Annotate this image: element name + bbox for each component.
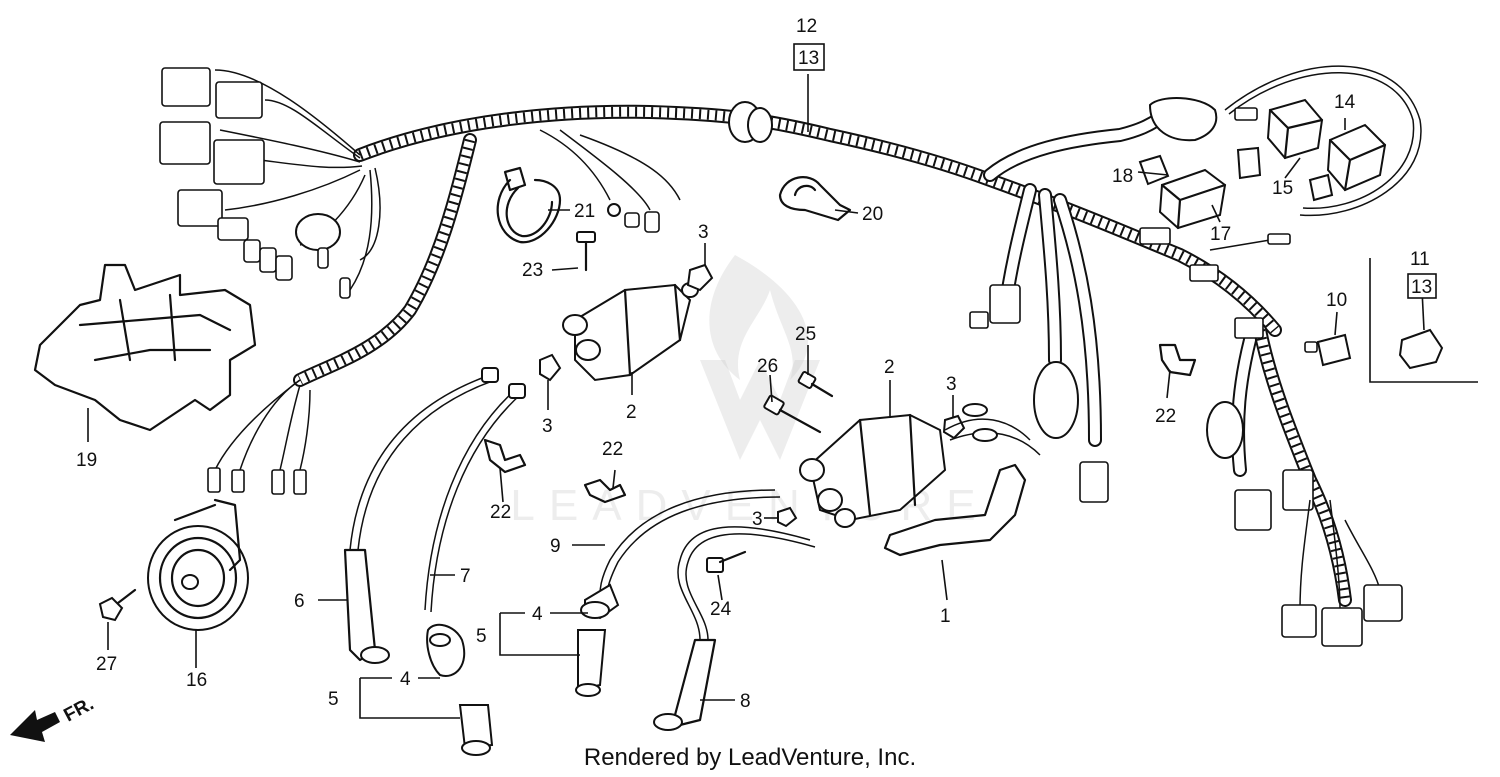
module-part-17 — [1158, 168, 1227, 230]
callout-21: 21 — [574, 201, 595, 222]
ignition-coil-lower — [799, 403, 1041, 528]
horn-part-16 — [147, 498, 249, 631]
lower-left-leads — [207, 379, 311, 495]
sleeve-upper-right — [1148, 97, 1258, 142]
leader-lines — [87, 74, 1425, 719]
clamp-band-part-21 — [496, 129, 681, 244]
callout-3-left: 3 — [542, 416, 553, 437]
seal-part-4 — [429, 601, 610, 647]
connector-part-10 — [1304, 333, 1352, 367]
callout-15: 15 — [1272, 178, 1293, 199]
callout-24: 24 — [710, 599, 732, 620]
spark-plug-lead-6 — [343, 367, 499, 662]
relay-part-15 — [1236, 98, 1334, 202]
callout-20: 20 — [862, 204, 883, 225]
callout-9: 9 — [550, 536, 561, 557]
lower-right-connectors — [1206, 401, 1403, 647]
callout-2-lower: 2 — [884, 357, 895, 378]
callout-27: 27 — [96, 654, 117, 675]
callout-5-left: 5 — [328, 689, 339, 710]
bolt-part-26 — [763, 394, 822, 434]
connector-part-18 — [1138, 154, 1170, 186]
callout-14: 14 — [1334, 92, 1356, 113]
callout-10: 10 — [1326, 290, 1347, 311]
plug-cap-part-5 — [360, 629, 607, 756]
callout-3-bottom: 3 — [752, 509, 763, 530]
bolt-part-24 — [706, 550, 747, 573]
callout-19: 19 — [76, 450, 97, 471]
callout-22-right: 22 — [1155, 406, 1176, 427]
callout-12-box-label: 13 — [798, 48, 819, 69]
spark-plug-lead-7 — [424, 383, 526, 677]
callout-2-upper: 2 — [626, 402, 637, 423]
callout-4-right: 4 — [532, 604, 543, 625]
relay-part-14 — [1326, 123, 1387, 192]
callout-labels: 1 2 2 3 3 3 3 4 4 5 5 6 7 8 9 10 11 13 1… — [76, 16, 1437, 712]
bolt-part-25 — [797, 371, 834, 398]
callout-3-right: 3 — [946, 374, 957, 395]
callout-3-top: 3 — [698, 222, 709, 243]
render-credit: Rendered by LeadVenture, Inc. — [583, 744, 917, 771]
coil-bracket-part-1 — [883, 463, 1027, 557]
callout-16: 16 — [186, 670, 207, 691]
front-direction-arrow — [10, 710, 60, 742]
callout-18: 18 — [1112, 166, 1133, 187]
callout-4-left: 4 — [400, 669, 411, 690]
cable-clip-part-20 — [778, 176, 852, 222]
bolt-part-27 — [98, 588, 137, 622]
callout-23: 23 — [522, 260, 543, 281]
callout-6: 6 — [294, 591, 305, 612]
bolt-part-23 — [576, 231, 596, 272]
callout-12: 12 — [796, 16, 817, 37]
callout-22-left: 22 — [490, 502, 511, 523]
ignition-coil-upper — [562, 282, 699, 382]
left-connector-cluster — [159, 67, 381, 299]
callout-7: 7 — [460, 566, 471, 587]
part-11-inset — [1369, 258, 1478, 383]
front-direction-label: FR. — [60, 694, 97, 727]
callout-11-box-label: 13 — [1411, 277, 1432, 298]
main-wire-harness — [293, 65, 1422, 607]
callout-22-mid: 22 — [602, 439, 623, 460]
nut-part-3 — [539, 263, 966, 528]
callout-11: 11 — [1410, 249, 1430, 270]
clip-part-22 — [483, 343, 1197, 504]
callout-1: 1 — [940, 606, 951, 627]
callout-11-box — [1407, 273, 1437, 299]
spark-plug-lead-8 — [653, 526, 816, 731]
callout-8: 8 — [740, 691, 751, 712]
callout-25: 25 — [795, 324, 816, 345]
bracket-part-19 — [33, 263, 257, 432]
watermark-logo — [700, 255, 820, 460]
callout-5-right: 5 — [476, 626, 487, 647]
mid-right-connectors — [969, 227, 1291, 503]
callout-12-box — [793, 43, 825, 71]
callout-17: 17 — [1210, 224, 1231, 245]
callout-26: 26 — [757, 356, 778, 377]
